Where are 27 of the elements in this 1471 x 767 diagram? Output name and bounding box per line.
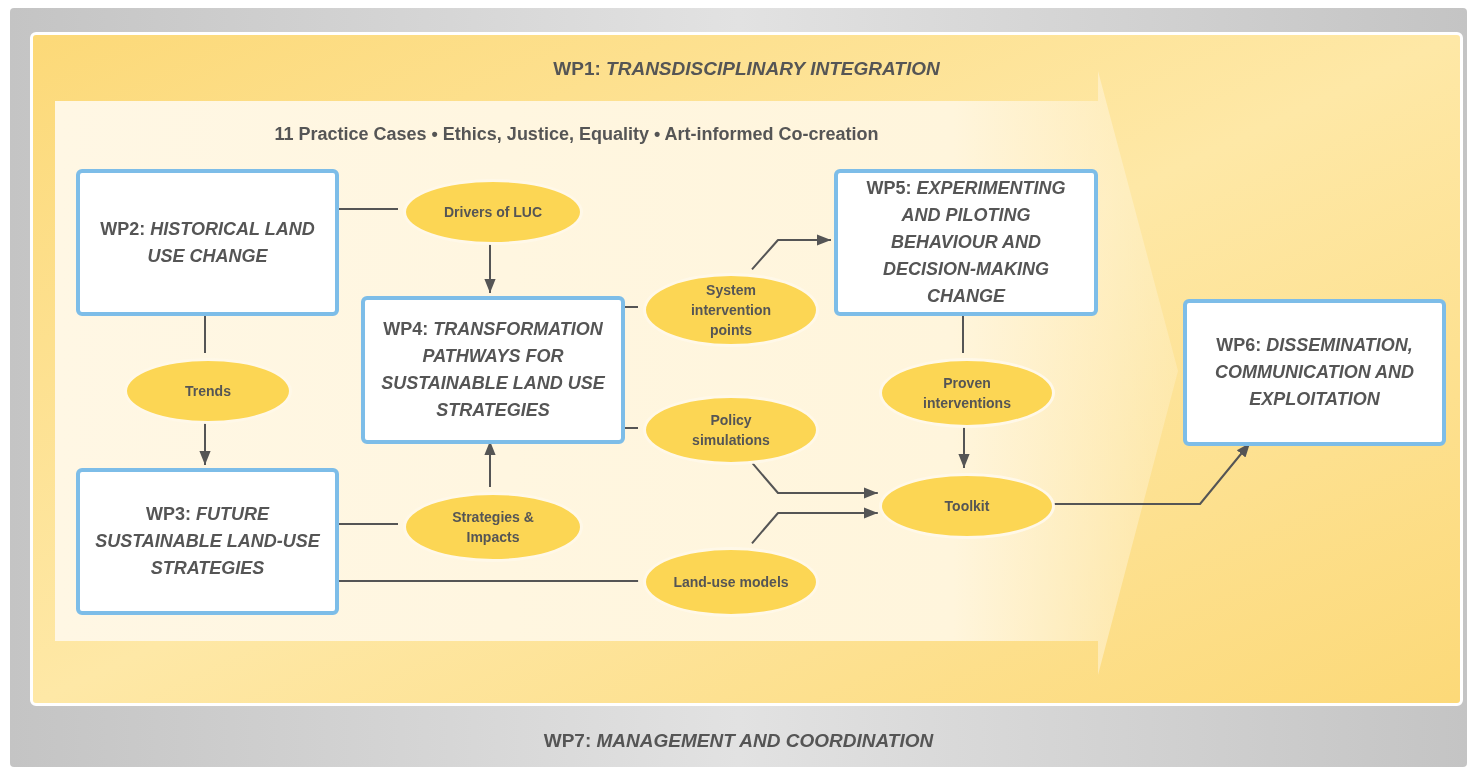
work-package-box (361, 296, 625, 444)
ellipse-label: Strategies & Impacts (451, 508, 535, 547)
arrow (751, 234, 832, 271)
work-package-box (76, 468, 339, 615)
box-title: WP4: TRANSFORMATION PATHWAYS FOR SUSTAINABLE LAND USE STRATEGIES (380, 318, 606, 422)
ellipse-label: Policy simulations (691, 411, 771, 450)
work-package-box (834, 169, 1098, 316)
band-heading: 11 Practice Cases • Ethics, Justice, Equality • Art-informed Co-creation (273, 123, 880, 146)
box-title: WP2: HISTORICAL LAND USE CHANGE (99, 217, 316, 268)
ellipse-label: Proven interventions (922, 374, 1012, 413)
ellipse-label: Land-use models (673, 573, 789, 592)
work-package-box (1183, 299, 1446, 446)
box-title: WP3: FUTURE SUSTAINABLE LAND-USE STRATEGIES (94, 503, 321, 580)
ellipse-label: Trends (185, 382, 231, 401)
ellipse-label: Drivers of LUC (444, 203, 542, 222)
ellipse-label: System intervention points (689, 281, 773, 340)
arrow (958, 426, 970, 469)
arrow (751, 461, 879, 499)
ellipse-label: Toolkit (944, 497, 990, 516)
panel-title: WP7: MANAGEMENT AND COORDINATION (542, 728, 935, 753)
panel-title: WP1: TRANSDISCIPLINARY INTEGRATION (552, 57, 941, 81)
work-package-box (76, 169, 339, 316)
arrow (751, 507, 879, 545)
arrow (484, 243, 496, 294)
box-title: WP6: DISSEMINATION, COMMUNICATION AND EXPLOITATION (1214, 334, 1415, 411)
box-title: WP5: EXPERIMENTING AND PILOTING BEHAVIOUR AND DECISION-MAKING CHANGE (865, 177, 1067, 308)
arrow (199, 422, 211, 466)
